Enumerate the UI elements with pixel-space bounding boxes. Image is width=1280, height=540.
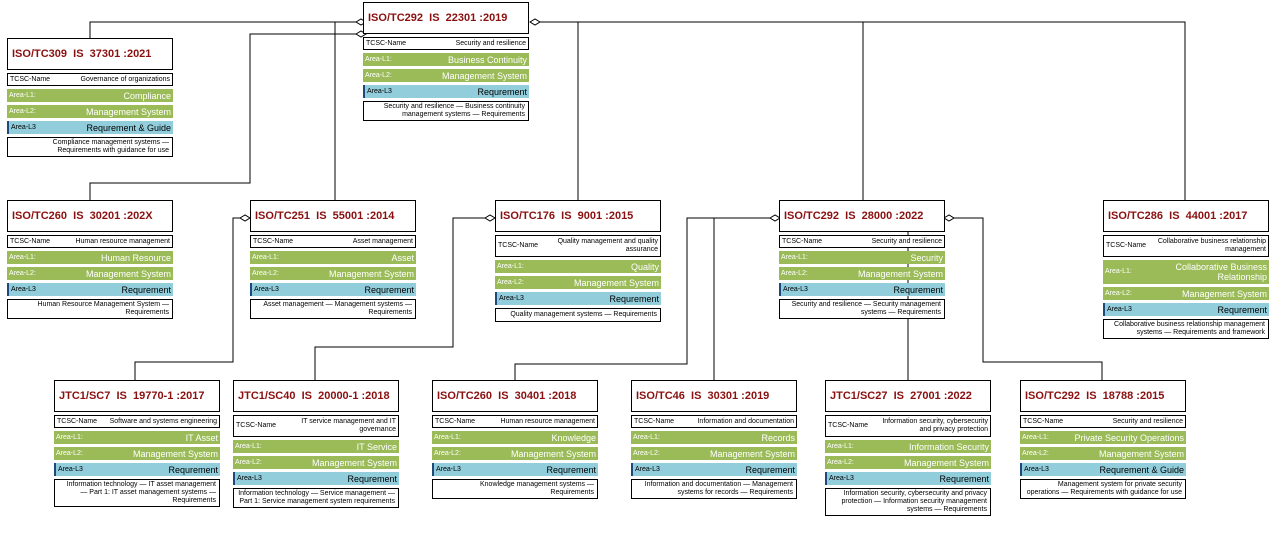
area-l1-row: Area-L1:Knowledge	[432, 431, 598, 444]
node-description: Information technology — IT asset manage…	[54, 479, 220, 507]
node-description: Knowledge management systems — Requireme…	[432, 479, 598, 499]
node-description: Human Resource Management System — Requi…	[7, 299, 173, 319]
node-title: ISO/TC309 IS 37301 :2021	[7, 38, 173, 70]
area-l1-row: Area-L1:Business Continuity	[363, 53, 529, 66]
node-description: Collaborative business relationship mana…	[1103, 319, 1269, 339]
node-title: ISO/TC251 IS 55001 :2014	[250, 200, 416, 232]
area-l1-row: Area-L1:Asset	[250, 251, 416, 264]
area-l2-row: Area-L2:Management System	[7, 105, 173, 118]
aggregation-diamond	[484, 214, 496, 222]
aggregation-diamond	[529, 18, 541, 26]
area-l1-row: Area-L1:IT Service	[233, 440, 399, 453]
node-description: Security and resilience — Business conti…	[363, 101, 529, 121]
area-l2-row: Area-L2:Management System	[250, 267, 416, 280]
node-title: ISO/TC292 IS 22301 :2019	[363, 2, 529, 34]
aggregation-diamond	[943, 214, 955, 222]
area-l2-row: Area-L2:Management System	[779, 267, 945, 280]
node-title: JTC1/SC40 IS 20000-1 :2018	[233, 380, 399, 412]
node-title: JTC1/SC27 IS 27001 :2022	[825, 380, 991, 412]
area-l1-row: Area-L1:Private Security Operations	[1020, 431, 1186, 444]
area-l2-row: Area-L2:Management System	[1020, 447, 1186, 460]
node-title: ISO/TC260 IS 30401 :2018	[432, 380, 598, 412]
area-l1-row: Area-L1:Human Resource	[7, 251, 173, 264]
area-l2-row: Area-L2:Management System	[825, 456, 991, 469]
area-l2-row: Area-L2:Management System	[7, 267, 173, 280]
area-l2-row: Area-L2:Management System	[233, 456, 399, 469]
area-l2-row: Area-L2:Management System	[495, 276, 661, 289]
node-title: ISO/TC46 IS 30301 :2019	[631, 380, 797, 412]
node-title: ISO/TC176 IS 9001 :2015	[495, 200, 661, 232]
node-description: Compliance management systems — Requirem…	[7, 137, 173, 157]
node-description: Management system for private security o…	[1020, 479, 1186, 499]
area-l2-row: Area-L2:Management System	[631, 447, 797, 460]
area-l2-row: Area-L2:Management System	[1103, 287, 1269, 300]
area-l1-row: Area-L1:Collaborative Business Relations…	[1103, 260, 1269, 284]
node-description: Security and resilience — Security manag…	[779, 299, 945, 319]
node-description: Asset management — Management systems — …	[250, 299, 416, 319]
area-l2-row: Area-L2:Management System	[54, 447, 220, 460]
area-l1-row: Area-L1:Security	[779, 251, 945, 264]
node-description: Quality management systems — Requirement…	[495, 308, 661, 322]
aggregation-diamond	[239, 214, 251, 222]
area-l1-row: Area-L1:Compliance	[7, 89, 173, 102]
node-description: Information security, cybersecurity and …	[825, 488, 991, 516]
area-l1-row: Area-L1:Information Security	[825, 440, 991, 453]
area-l1-row: Area-L1:Records	[631, 431, 797, 444]
node-title: ISO/TC292 IS 18788 :2015	[1020, 380, 1186, 412]
node-description: Information technology — Service managem…	[233, 488, 399, 508]
area-l2-row: Area-L2:Management System	[432, 447, 598, 460]
node-description: Information and documentation — Manageme…	[631, 479, 797, 499]
area-l1-row: Area-L1:Quality	[495, 260, 661, 273]
node-title: ISO/TC286 IS 44001 :2017	[1103, 200, 1269, 232]
node-title: ISO/TC260 IS 30201 :202X	[7, 200, 173, 232]
area-l2-row: Area-L2:Management System	[363, 69, 529, 82]
node-title: JTC1/SC7 IS 19770-1 :2017	[54, 380, 220, 412]
area-l1-row: Area-L1:IT Asset	[54, 431, 220, 444]
node-title: ISO/TC292 IS 28000 :2022	[779, 200, 945, 232]
